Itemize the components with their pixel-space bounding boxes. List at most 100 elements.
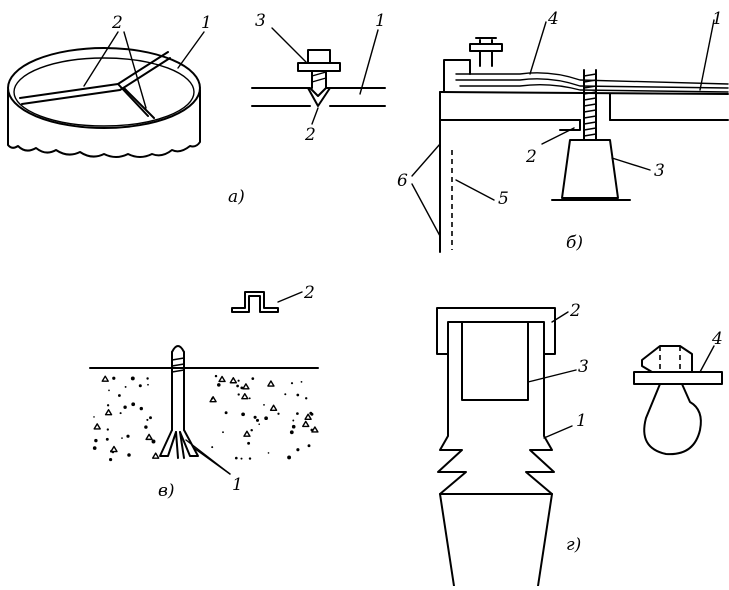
ground-grain — [269, 404, 278, 411]
ground-grain — [237, 379, 240, 382]
ground-grain — [93, 423, 101, 430]
ground-grain — [247, 441, 251, 445]
ground-grain — [112, 376, 116, 380]
label-a-1-left: 1 — [201, 13, 212, 33]
ground-grain — [145, 433, 153, 441]
panel-a-cylinder — [7, 31, 205, 158]
ground-grain — [241, 393, 249, 400]
ground-grain — [234, 456, 238, 460]
ground-grain — [292, 419, 295, 422]
panel-a-screw — [251, 27, 386, 125]
ground-grain — [123, 405, 127, 409]
label-a-2-left: 2 — [111, 13, 123, 33]
caption-a: а) — [228, 187, 245, 207]
ground-grain — [224, 411, 228, 415]
ground-grain — [236, 384, 239, 388]
ground-grain — [291, 424, 296, 429]
ground-grain — [214, 374, 218, 378]
ground-grain — [217, 383, 221, 387]
ground-grain — [144, 425, 148, 429]
ground-grain — [147, 383, 149, 386]
label-v-2: 2 — [303, 283, 315, 303]
label-v-1: 1 — [232, 475, 243, 495]
ground-grain — [211, 446, 214, 449]
label-b-5: 5 — [498, 189, 509, 209]
label-b-1: 1 — [712, 9, 723, 29]
ground-grain — [287, 455, 292, 460]
ground-grain — [121, 437, 123, 439]
ground-grain — [131, 402, 136, 407]
ground-grain — [296, 412, 299, 415]
ground-grain — [284, 393, 287, 396]
ground-grain — [126, 434, 130, 438]
ground-grain — [300, 381, 303, 383]
ground-grain — [111, 451, 115, 454]
label-a-2-right: 2 — [304, 125, 316, 145]
label-a-3: 3 — [255, 11, 266, 31]
panel-g-post — [436, 307, 723, 587]
ground-grain — [248, 457, 252, 460]
ground-grain — [127, 453, 131, 457]
ground-grain — [93, 416, 95, 418]
ground-grain — [277, 412, 280, 415]
label-b-4: 4 — [547, 9, 559, 29]
ground-grain — [94, 438, 98, 443]
ground-grain — [101, 375, 109, 382]
ground-grain — [250, 428, 253, 432]
ground-grain — [310, 412, 314, 416]
ground-grain — [263, 404, 265, 406]
ground-grain — [296, 448, 300, 452]
ground-grain — [146, 418, 149, 421]
panel-v-anchor — [89, 291, 319, 475]
ground-grain — [109, 458, 113, 462]
label-b-6: 6 — [397, 171, 408, 191]
ground-texture — [92, 374, 319, 462]
label-g-2: 2 — [569, 301, 581, 321]
ground-grain — [104, 409, 113, 416]
caption-b: б) — [566, 233, 583, 253]
label-b-2: 2 — [525, 147, 537, 167]
ground-grain — [106, 428, 109, 431]
ground-grain — [289, 430, 294, 435]
ground-grain — [302, 420, 310, 428]
ground-grain — [237, 393, 240, 396]
label-g-4: 4 — [711, 329, 723, 349]
ground-grain — [267, 380, 275, 387]
label-b-3: 3 — [654, 161, 665, 181]
ground-grain — [243, 430, 251, 437]
ground-grain — [242, 383, 250, 390]
ground-grain — [130, 376, 135, 381]
ground-grain — [222, 431, 224, 434]
ground-grain — [146, 377, 149, 380]
ground-grain — [92, 446, 97, 450]
ground-grain — [253, 415, 257, 419]
ground-grain — [229, 377, 238, 384]
ground-grain — [241, 412, 245, 417]
ground-grain — [151, 439, 156, 444]
ground-grain — [106, 404, 110, 407]
ground-grain — [105, 437, 109, 441]
ground-grain — [311, 426, 319, 433]
ground-grain — [151, 452, 160, 459]
ground-grain — [248, 397, 251, 400]
ground-grain — [138, 384, 142, 388]
ground-grain — [255, 418, 260, 422]
label-g-1: 1 — [576, 411, 587, 431]
ground-grain — [149, 416, 152, 420]
label-a-1-right: 1 — [375, 11, 386, 31]
ground-grain — [304, 413, 312, 420]
ground-grain — [251, 377, 255, 380]
ground-grain — [305, 397, 308, 400]
ground-grain — [211, 397, 214, 400]
ground-grain — [108, 389, 110, 392]
ground-grain — [119, 412, 122, 415]
ground-grain — [124, 385, 127, 388]
ground-grain — [307, 444, 311, 448]
caption-v: в) — [158, 481, 175, 501]
ground-grain — [117, 394, 121, 397]
ground-grain — [258, 423, 261, 426]
ground-grain — [139, 406, 143, 411]
caption-g: г) — [566, 535, 581, 555]
label-g-3: 3 — [578, 357, 589, 377]
